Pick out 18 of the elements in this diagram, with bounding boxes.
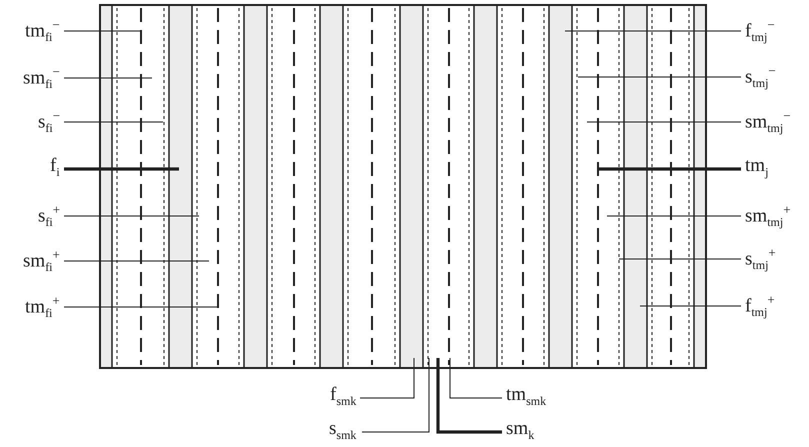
leader-line <box>597 167 741 171</box>
layer-label: tm$_{j}$ <box>745 155 768 183</box>
leader-line <box>450 358 502 398</box>
leader-line <box>578 76 742 78</box>
leader-line <box>64 306 218 308</box>
layer-label: tm$_{smk}$ <box>506 384 546 412</box>
layer-label: f$_{i}$ <box>50 155 60 183</box>
leader-line <box>64 167 179 171</box>
leader-line <box>362 358 430 432</box>
layer-label: f$_{smk}$ <box>330 384 356 412</box>
leader-line <box>618 258 742 260</box>
leader-line <box>360 358 414 398</box>
layer-label: s$_{smk}$ <box>329 418 356 446</box>
layer-label: sm$_{k}$ <box>506 418 534 446</box>
leader-line <box>436 358 502 434</box>
leader-line <box>64 30 140 32</box>
leader-line <box>64 260 210 262</box>
leader-line <box>564 30 742 32</box>
